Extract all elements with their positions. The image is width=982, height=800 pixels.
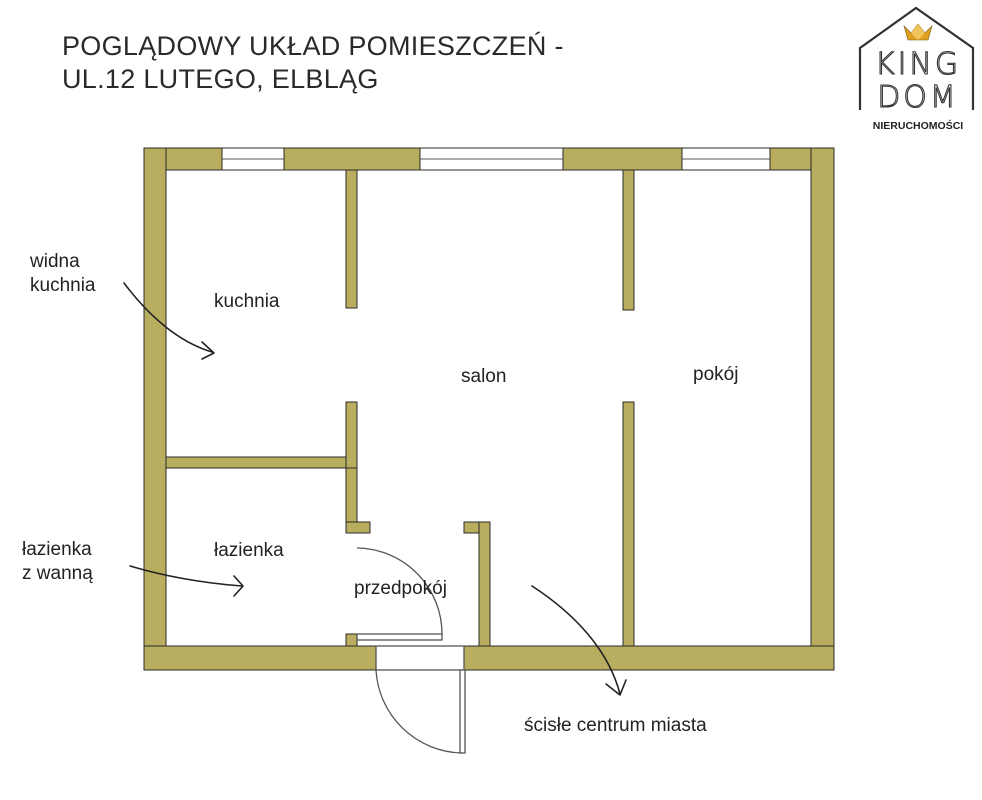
arrow-bathroom-head: [233, 575, 244, 597]
arrow-center: [531, 585, 621, 695]
entrance-door-swing: [375, 669, 463, 754]
wall-bottom-left: [143, 645, 377, 671]
room-label-kitchen: kuchnia: [214, 291, 280, 312]
room-label-salon: salon: [461, 366, 507, 387]
annotation-bright-kitchen-line-2: kuchnia: [30, 275, 96, 296]
arrow-bathroom: [129, 565, 243, 587]
wall-kitchen-bathroom: [165, 456, 357, 469]
annotation-bathroom-line-1: łazienka: [22, 539, 92, 560]
entrance-door-leaf: [459, 669, 466, 754]
annotation-bathroom-with-tub: łazienka z wanną: [22, 538, 93, 586]
wall-bathroom-hall-stub: [345, 521, 371, 534]
wall-salon-room-upper: [622, 169, 635, 311]
logo-text-top: KING: [875, 47, 961, 82]
logo-house-outline: [858, 6, 975, 110]
wall-kitchen-salon-lower: [345, 401, 358, 469]
wall-bathroom-hall-upper: [345, 467, 358, 523]
doors: [356, 547, 466, 754]
title-line-2: UL.12 LUTEGO, ELBLĄG: [62, 64, 379, 94]
kingdom-logo: KING DOM NIERUCHOMOŚCI: [858, 6, 975, 132]
wall-hall-salon: [478, 521, 491, 647]
annotation-bathroom-line-2: z wanną: [22, 563, 93, 584]
windows: [221, 147, 771, 171]
wall-right: [810, 147, 835, 671]
bathroom-door-leaf: [356, 633, 443, 641]
annotation-bright-kitchen: widna kuchnia: [30, 250, 96, 298]
title-line-1: POGLĄDOWY UKŁAD POMIESZCZEŃ -: [62, 31, 564, 61]
logo-text-bottom: DOM: [877, 80, 959, 115]
entrance-door-frame: [375, 645, 465, 671]
annotation-bright-kitchen-line-1: widna: [30, 251, 80, 272]
annotation-city-center: ścisłe centrum miasta: [524, 715, 707, 736]
arrow-kitchen-head: [201, 341, 215, 360]
bathroom-door-swing: [356, 547, 443, 635]
wall-bathroom-hall-lower: [345, 633, 358, 647]
wall-kitchen-salon-upper: [345, 169, 358, 309]
arrow-center-head: [605, 679, 627, 696]
room-label-room: pokój: [693, 364, 739, 385]
plan-title: POGLĄDOWY UKŁAD POMIESZCZEŃ - UL.12 LUTE…: [62, 30, 564, 96]
wall-bottom-right: [463, 645, 835, 671]
wall-salon-room-lower: [622, 401, 635, 647]
crown-icon: [903, 23, 933, 41]
arrows: [123, 282, 627, 696]
logo-subtitle: NIERUCHOMOŚCI: [873, 119, 964, 132]
walls: [143, 147, 835, 671]
room-label-hallway: przedpokój: [354, 578, 447, 599]
arrow-kitchen: [123, 282, 213, 353]
room-label-bathroom: łazienka: [214, 540, 284, 561]
wall-left: [143, 147, 167, 671]
